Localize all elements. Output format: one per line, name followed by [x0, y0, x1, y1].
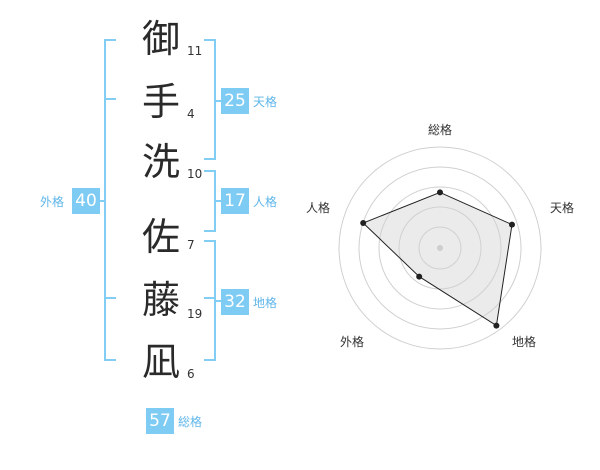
jinkaku-label: 人格: [253, 195, 278, 209]
stroke-count-1: 11: [187, 44, 203, 58]
tenkaku-bracket: [204, 39, 216, 160]
radar-axis-label-soukaku: 総格: [428, 122, 452, 137]
radar-axis-label-jinkaku: 人格: [306, 200, 330, 215]
radar-point: [493, 322, 500, 329]
radar-center: [437, 245, 443, 251]
radar-ring: [338, 146, 542, 350]
stroke-count-3: 10: [187, 167, 203, 181]
radar-point: [509, 221, 515, 228]
radar-ring: [418, 226, 462, 270]
tenkaku-value-badge: 25: [221, 88, 249, 114]
radar-ring: [398, 206, 482, 290]
radar-ring: [358, 166, 522, 330]
radar-ring: [378, 186, 502, 310]
jinkaku-connector: [214, 200, 222, 202]
chikaku-value-badge: 32: [221, 289, 249, 315]
chikaku-bracket-tick: [204, 297, 214, 299]
stroke-count-5: 19: [187, 307, 203, 321]
surname-char-2: 手: [141, 80, 180, 124]
radar-axis-label-chikaku: 地格: [512, 334, 536, 349]
radar-axis-label-gaikaku: 外格: [340, 334, 364, 349]
given-char-1: 佐: [141, 215, 180, 259]
chikaku-label: 地格: [253, 296, 278, 310]
gaikaku-bracket-tick: [104, 297, 116, 299]
stroke-count-2: 4: [187, 107, 195, 121]
stroke-count-4: 7: [187, 238, 195, 252]
tenkaku-label: 天格: [253, 95, 278, 109]
gaikaku-bracket-tick: [104, 98, 116, 100]
radar-point: [437, 189, 443, 196]
gaikaku-value-badge: 40: [72, 188, 100, 214]
surname-char-3: 洗: [141, 140, 180, 184]
radar-point: [360, 220, 367, 226]
stroke-count-6: 6: [187, 367, 195, 381]
given-char-2: 藤: [141, 278, 180, 322]
soukaku-label: 総格: [178, 415, 203, 429]
soukaku-value-badge: 57: [146, 408, 174, 434]
radar-grid: [338, 146, 542, 350]
jinkaku-value-badge: 17: [221, 188, 249, 214]
radar-value-polygon: [362, 191, 513, 327]
chikaku-connector: [214, 300, 222, 302]
surname-char-1: 御: [141, 17, 180, 61]
radar-axis-label-tenkaku: 天格: [550, 200, 574, 215]
radar-point: [416, 273, 423, 280]
tenkaku-connector: [214, 100, 222, 102]
given-char-3: 凪: [141, 340, 180, 384]
gaikaku-label: 外格: [40, 195, 65, 209]
